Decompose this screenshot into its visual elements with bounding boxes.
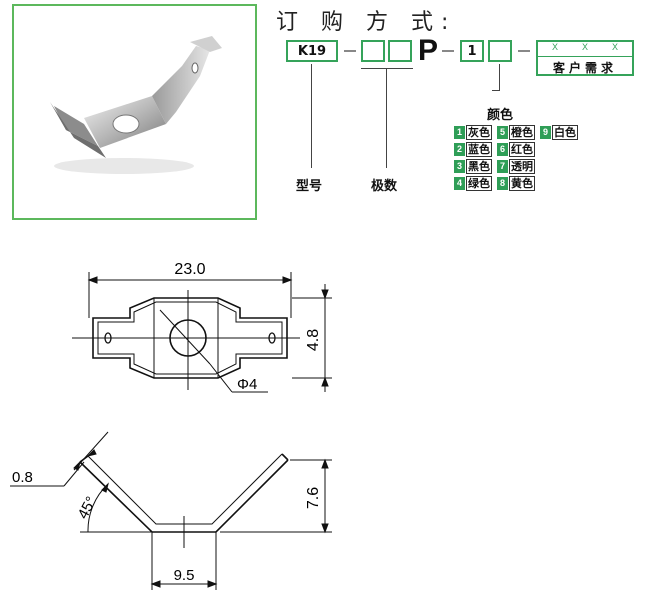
model-label: 型号 (296, 179, 323, 194)
color-leader-h (492, 90, 500, 91)
cust-divider (538, 56, 632, 57)
separator-dash (344, 50, 356, 52)
color-code-box: 1 (460, 40, 484, 62)
model-leader (311, 64, 312, 168)
color-label: 颜色 (487, 108, 514, 123)
customer-mark: X (611, 42, 618, 52)
hole-dimension: Φ4 (237, 376, 257, 393)
p-letter: P (418, 34, 439, 67)
base-dimension: 9.5 (174, 567, 195, 584)
poles-box-2 (388, 40, 412, 62)
terminal-outline (92, 297, 288, 379)
height-dimension: 7.6 (305, 487, 322, 509)
color-leader (499, 64, 500, 90)
poles-label: 极数 (371, 179, 398, 194)
customer-mark: X (551, 42, 558, 52)
side-view-drawing: 0.8 45° 7.6 9.5 (10, 431, 332, 590)
color-code-box-2 (488, 40, 512, 62)
poles-leader (386, 68, 387, 168)
product-photo (12, 4, 257, 220)
thickness-dimension: 0.8 (12, 469, 33, 486)
customer-requirement-box: X X X 客户需求 (536, 40, 634, 76)
separator-dash (518, 50, 530, 52)
top-view-drawing: 23.0 4.8 Φ4 (72, 261, 332, 393)
poles-box-1 (361, 40, 385, 62)
order-title: 订 购 方 式: (276, 10, 457, 35)
separator-dash (442, 50, 454, 52)
width-dimension: 4.8 (305, 329, 322, 351)
length-dimension: 23.0 (174, 261, 205, 278)
terminal-photo-image (50, 36, 222, 174)
model-code-box: K19 (286, 40, 338, 62)
poles-bracket (361, 68, 413, 69)
customer-requirement-label: 客户需求 (552, 61, 617, 75)
customer-mark: X (581, 42, 588, 52)
